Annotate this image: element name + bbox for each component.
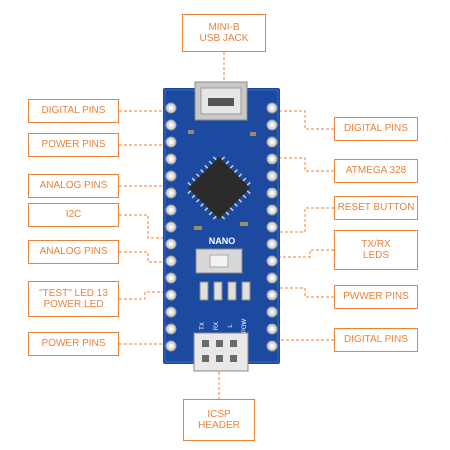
txrx-leds-label: TX/RX LEDS [334, 230, 418, 270]
pin-hole [169, 242, 173, 246]
right-pin-header [266, 102, 278, 352]
pin-hole [270, 174, 274, 178]
pin-hole [169, 123, 173, 127]
atmega-label: ATMEGA 328 [334, 159, 418, 183]
led-label: RX [214, 322, 220, 330]
nano-silkscreen: NANO [209, 236, 236, 246]
pin-hole [270, 310, 274, 314]
pin-hole [169, 140, 173, 144]
pin-hole [169, 276, 173, 280]
pin-hole [169, 106, 173, 110]
led-pad [241, 281, 251, 301]
i2c-label: I2C [28, 203, 119, 227]
smd-components [188, 130, 256, 230]
pin-hole [270, 208, 274, 212]
pin-hole [270, 259, 274, 263]
test-led-label: "TEST" LED 13 POWER LED [28, 281, 119, 317]
reset-button-label: RESET BUTTON [334, 196, 418, 220]
digital-pins-right-bottom-label: DIGITAL PINS [334, 328, 418, 352]
digital-pins-right-top-label: DIGITAL PINS [334, 117, 418, 141]
pin-hole [169, 293, 173, 297]
pin-hole [270, 344, 274, 348]
pin-hole [169, 174, 173, 178]
pin-hole [169, 327, 173, 331]
pin-hole [270, 140, 274, 144]
led-pads: TX RX L POW [199, 281, 251, 334]
usb-jack [194, 81, 248, 121]
atmega-chip [187, 156, 251, 220]
pin-hole [270, 293, 274, 297]
analog-pins-left-top-label: ANALOG PINS [28, 174, 119, 198]
icsp-header-label: ICSP HEADER [183, 399, 255, 441]
pin-hole [270, 327, 274, 331]
pin-hole [169, 208, 173, 212]
led-label: TX [200, 322, 206, 330]
pin-hole [169, 191, 173, 195]
left-pin-header [165, 102, 177, 352]
pin-hole [169, 225, 173, 229]
power-pins-right-label: PWWER PINS [334, 285, 418, 309]
pin-hole [270, 242, 274, 246]
analog-pins-left-bottom-label: ANALOG PINS [28, 240, 119, 264]
pin-hole [169, 259, 173, 263]
led-pad [227, 281, 237, 301]
power-pins-left-top-label: POWER PINS [28, 133, 119, 157]
pin-hole [270, 123, 274, 127]
usb-jack-label: MINI-B USB JACK [182, 14, 266, 52]
pin-hole [169, 344, 173, 348]
reset-button [195, 248, 243, 274]
led-label: L [228, 324, 234, 328]
pin-hole [270, 106, 274, 110]
pin-hole [270, 276, 274, 280]
digital-pins-left-label: DIGITAL PINS [28, 99, 119, 123]
pin-hole [270, 225, 274, 229]
power-pins-left-bottom-label: POWER PINS [28, 332, 119, 356]
pin-hole [169, 310, 173, 314]
led-pad [199, 281, 209, 301]
led-pad [213, 281, 223, 301]
pin-hole [270, 157, 274, 161]
pin-hole [270, 191, 274, 195]
led-label: POW [242, 319, 248, 334]
pin-hole [169, 157, 173, 161]
pcb [163, 88, 280, 364]
icsp-header [193, 332, 249, 372]
